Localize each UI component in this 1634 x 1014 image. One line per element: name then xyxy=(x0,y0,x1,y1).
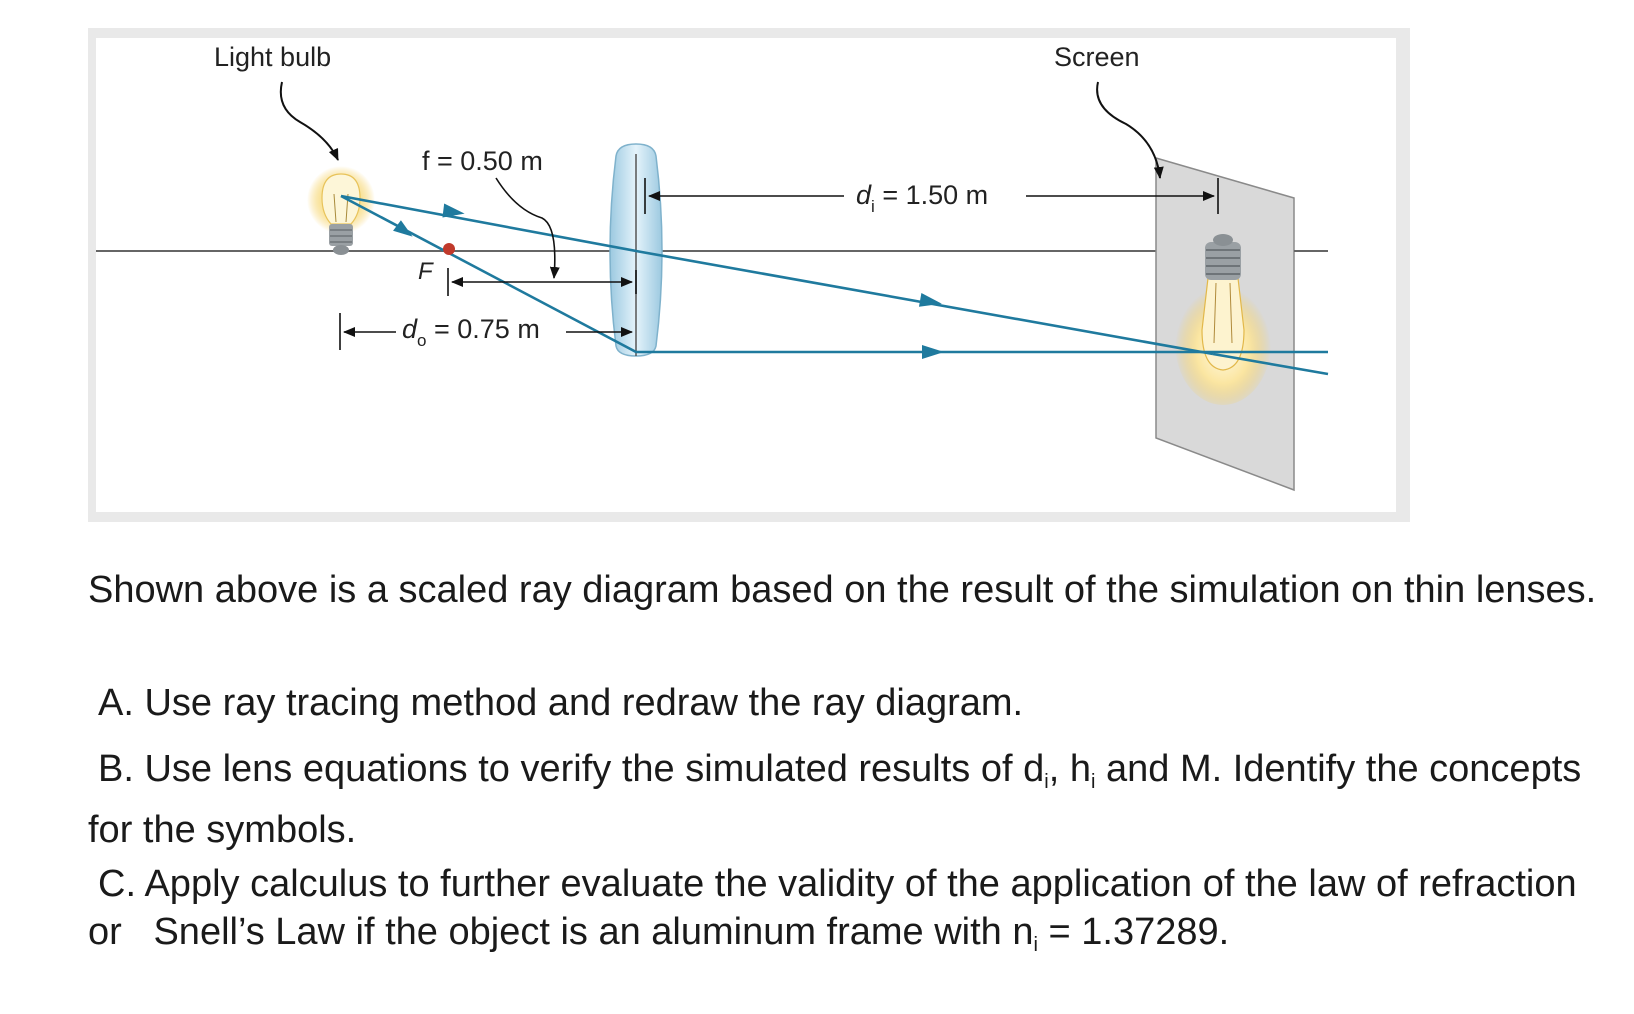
ray-arrows xyxy=(393,203,944,359)
rays xyxy=(340,194,1329,376)
focal-length-dimension xyxy=(447,177,637,296)
intro-paragraph: Shown above is a scaled ray diagram base… xyxy=(88,569,1597,611)
question-c: C. Apply calculus to further evaluate th… xyxy=(88,863,1577,956)
object-distance-label: do = 0.75 m xyxy=(402,314,540,350)
ray-diagram-svg: F f = 0.50 m do = 0.75 m xyxy=(96,42,1329,492)
screen-label: Screen xyxy=(1054,42,1140,72)
light-bulb-pointer xyxy=(279,81,339,161)
ray-central xyxy=(340,194,1214,356)
light-bulb-label: Light bulb xyxy=(214,42,331,72)
question-a: A. Use ray tracing method and redraw the… xyxy=(98,682,1024,724)
ray-through-focus xyxy=(340,194,1328,354)
object-distance-dimension xyxy=(339,313,633,350)
image-distance-dimension xyxy=(644,178,1219,214)
image-distance-label: di = 1.50 m xyxy=(856,180,988,216)
screen-pointer xyxy=(1096,81,1164,179)
focal-length-label: f = 0.50 m xyxy=(422,146,543,176)
ray-diagram-canvas: F f = 0.50 m do = 0.75 m xyxy=(96,38,1396,512)
ray-lower-exit xyxy=(1212,352,1329,376)
focal-point-label: F xyxy=(418,258,434,285)
object-bulb xyxy=(307,166,375,255)
image-bulb xyxy=(1175,234,1271,405)
focal-point-dot xyxy=(443,243,455,255)
question-b: B. Use lens equations to verify the simu… xyxy=(88,748,1582,851)
ray-diagram-frame: F f = 0.50 m do = 0.75 m xyxy=(88,28,1410,522)
